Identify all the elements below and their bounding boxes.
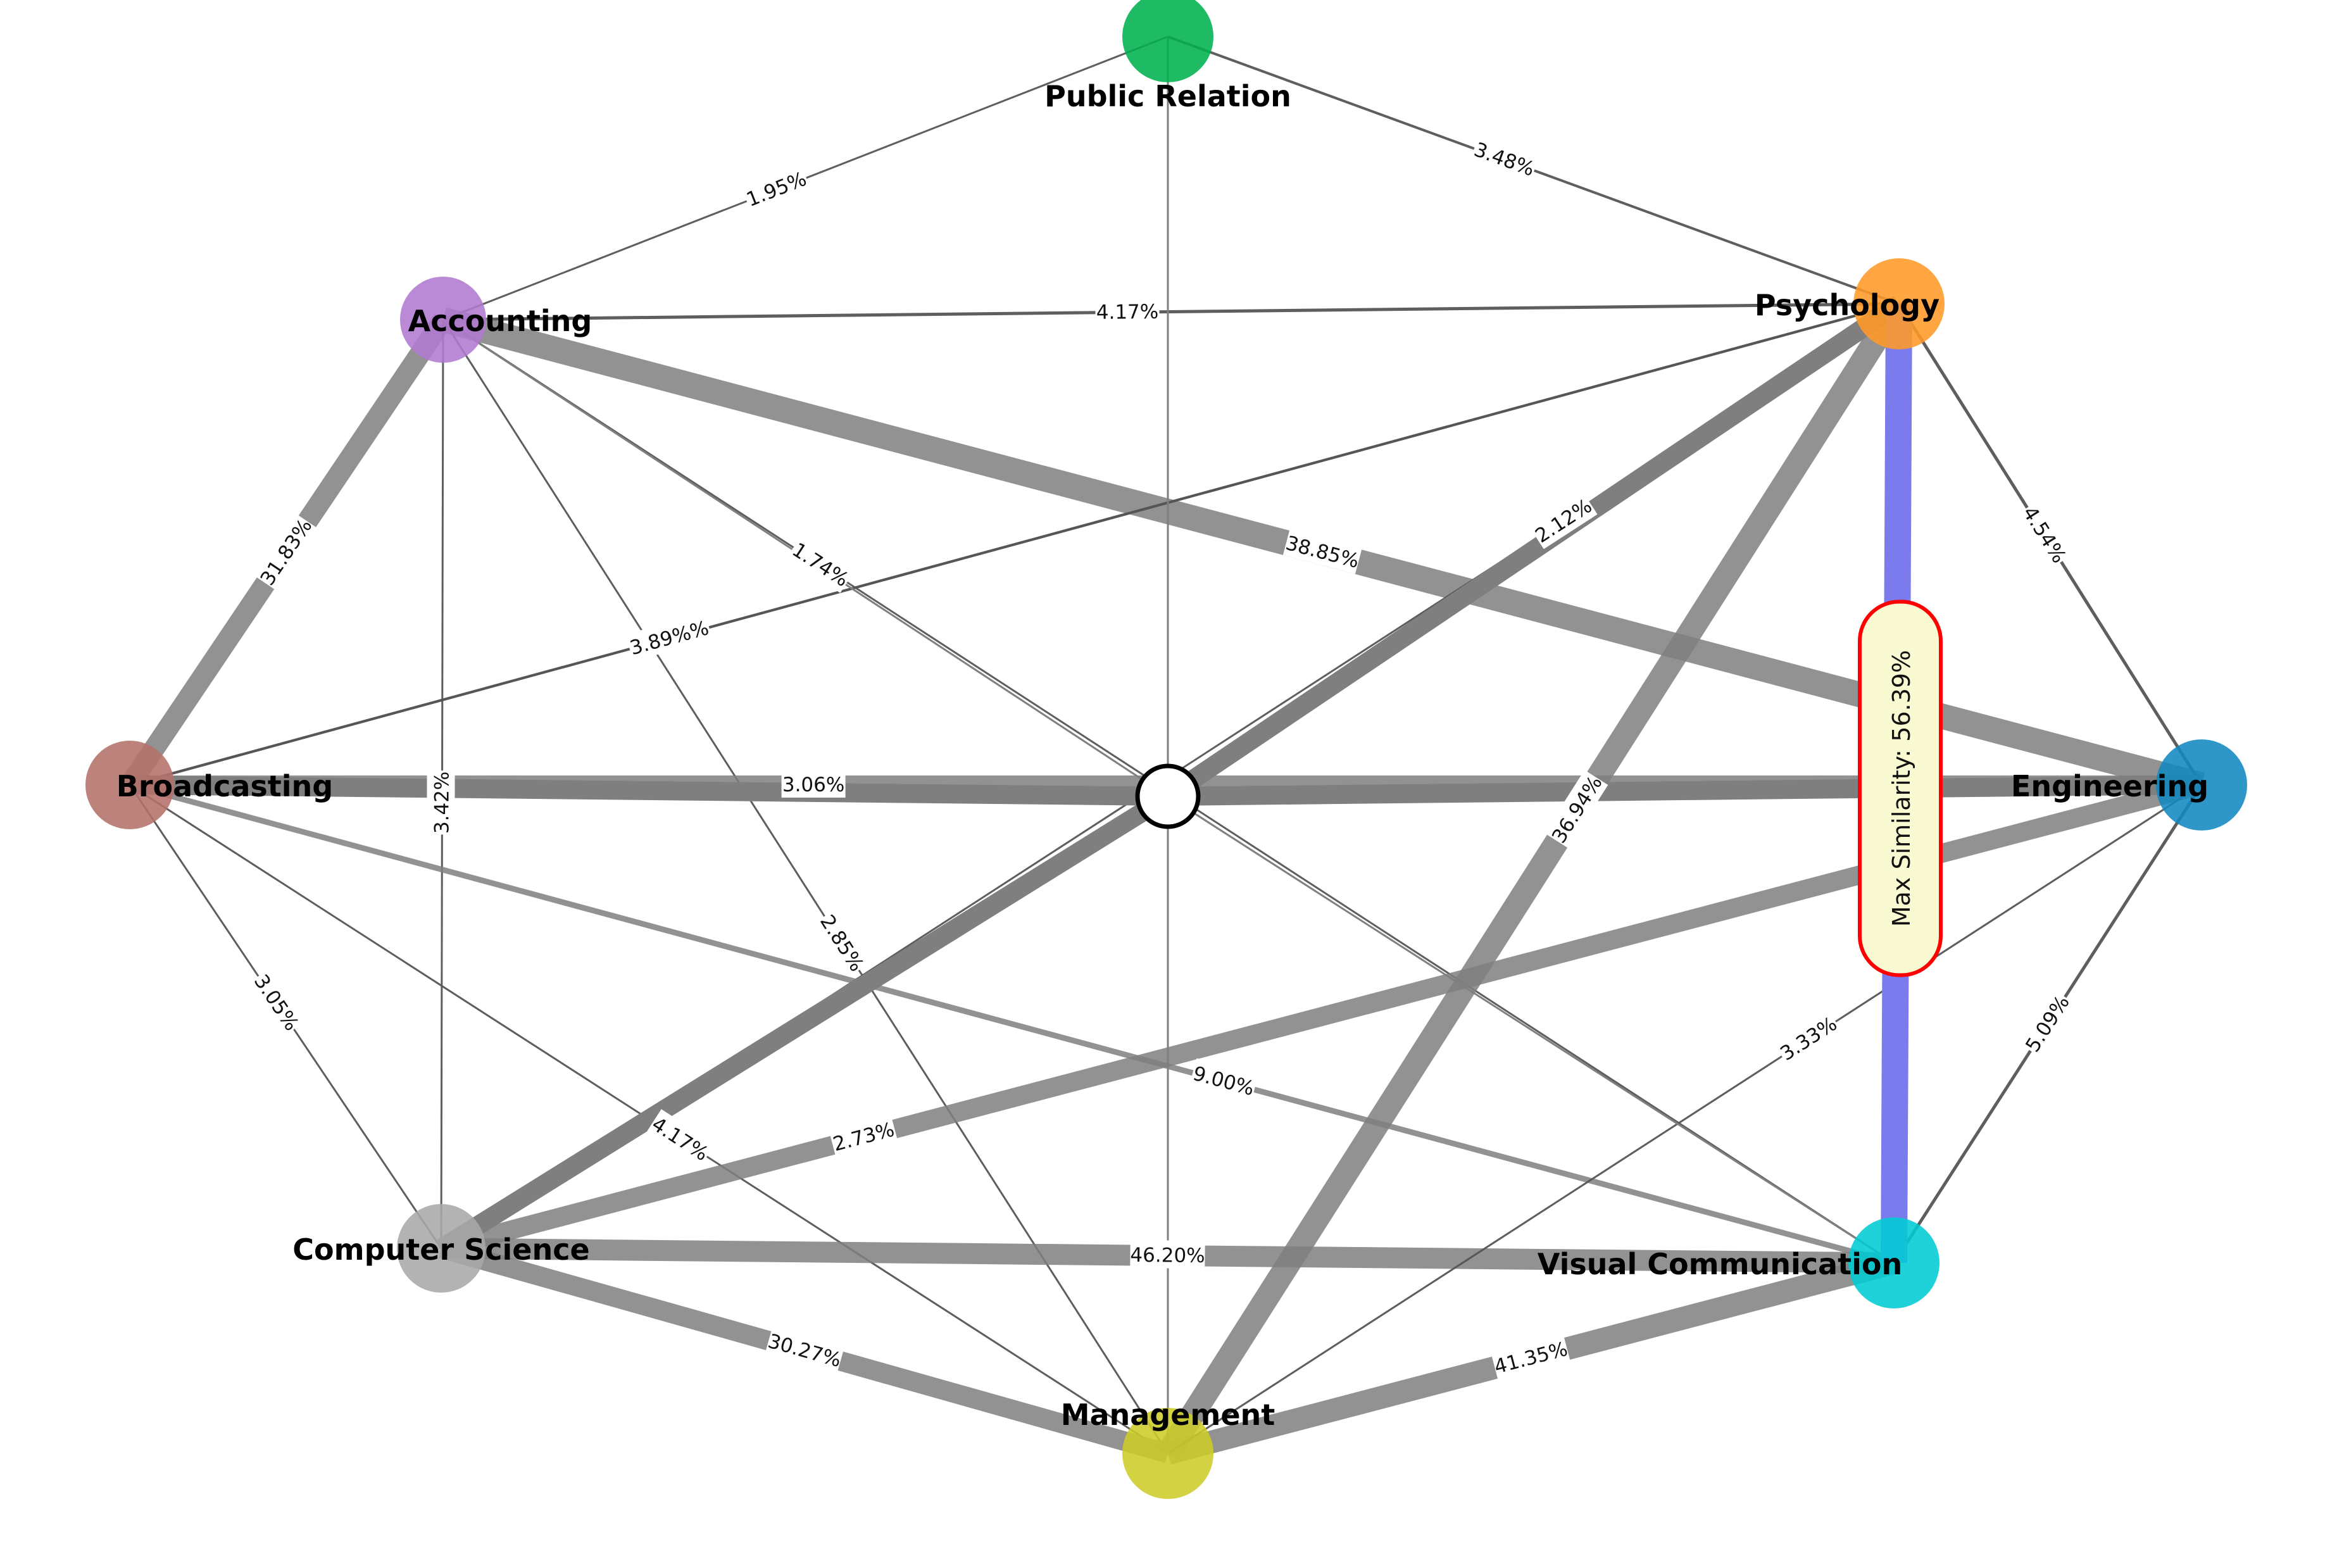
hub-edge-vc <box>1167 795 1895 1264</box>
node-computer-science[interactable] <box>397 1204 486 1293</box>
edge-brd-vc <box>128 782 1895 1266</box>
node-center-hub[interactable] <box>1135 763 1201 829</box>
edge-label-backing <box>646 1109 715 1167</box>
edge-label-backing <box>253 513 318 591</box>
edge-label-backing <box>248 967 307 1037</box>
hub-edge-eng <box>1167 775 2202 806</box>
edge-label-backing <box>741 163 812 213</box>
edge-label-backing <box>829 1114 898 1158</box>
edge-label-backing <box>625 617 695 662</box>
edge-label-cs-vc: 46.20% <box>1130 1239 1205 1269</box>
node-management[interactable] <box>1122 1408 1213 1499</box>
node-label-psychology: Psychology <box>1755 288 1940 322</box>
edge-label-brd-eng: 3.06% <box>781 770 846 798</box>
max-similarity-label: Max Similarity: 56.39% <box>1888 650 1915 927</box>
edge-label-backing <box>1774 1008 1843 1067</box>
edge-label-backing <box>765 1326 845 1374</box>
node-public-relation[interactable] <box>1122 0 1213 82</box>
node-label-engineering: Engineering <box>2011 769 2209 803</box>
node-accounting[interactable] <box>400 277 486 363</box>
edge-label-value: 46.20% <box>1130 1244 1205 1267</box>
hub-edge-brd <box>129 775 1169 806</box>
node-label-public-relation: Public Relation <box>1044 79 1291 113</box>
node-labels-layer: Public RelationPsychologyEngineeringVisu… <box>116 79 2209 1432</box>
node-label-broadcasting: Broadcasting <box>116 769 333 803</box>
node-label-accounting: Accounting <box>408 304 592 338</box>
edge-label-backing <box>427 770 455 835</box>
hub-edge-psy <box>1162 296 1905 805</box>
node-label-visual-communication: Visual Communication <box>1538 1247 1902 1281</box>
edge-label-value: 3.42% <box>430 772 453 834</box>
edge-mgt-eng <box>1167 784 2202 1455</box>
node-psychology[interactable] <box>1853 258 1945 349</box>
edge-label-backing <box>1282 528 1363 574</box>
max-similarity-annotation[interactable]: Max Similarity: 56.39% <box>1858 599 1943 977</box>
node-broadcasting[interactable] <box>85 741 174 829</box>
edge-label-backing <box>1095 296 1160 325</box>
edge-label-value: 3.06% <box>782 774 844 796</box>
edge-psy-brd <box>129 303 1900 786</box>
hub-edge-cs <box>436 788 1173 1257</box>
node-engineering[interactable] <box>2156 739 2247 831</box>
edge-label-backing <box>1470 134 1539 183</box>
edge-label-acc-cs: 3.42% <box>427 770 455 835</box>
max-similarity-annotation-layer: Max Similarity: 56.39% <box>1858 599 1943 977</box>
edge-label-backing <box>781 770 846 798</box>
max-similarity-box <box>1858 599 1943 977</box>
edge-label-acc-psy: 4.17% <box>1095 296 1160 325</box>
edge-label-backing <box>1528 491 1598 549</box>
hub-edges-layer <box>129 37 2202 1453</box>
node-label-management: Management <box>1061 1398 1275 1432</box>
node-visual-communication[interactable] <box>1848 1217 1940 1308</box>
nodes-layer <box>85 0 2247 1499</box>
node-label-computer-science: Computer Science <box>292 1232 589 1267</box>
edge-label-backing <box>2016 499 2074 569</box>
edge-label-value: 4.17% <box>1096 301 1159 324</box>
edge-label-backing <box>1491 1334 1570 1380</box>
edge-label-backing <box>1544 770 1608 848</box>
edge-label-backing <box>786 534 856 593</box>
edge-label-backing <box>813 908 872 977</box>
edge-acc-psy <box>442 302 1900 322</box>
edge-label-backing <box>1189 1058 1258 1102</box>
edge-label-backing <box>1130 1239 1205 1269</box>
edge-label-backing <box>2017 989 2076 1058</box>
